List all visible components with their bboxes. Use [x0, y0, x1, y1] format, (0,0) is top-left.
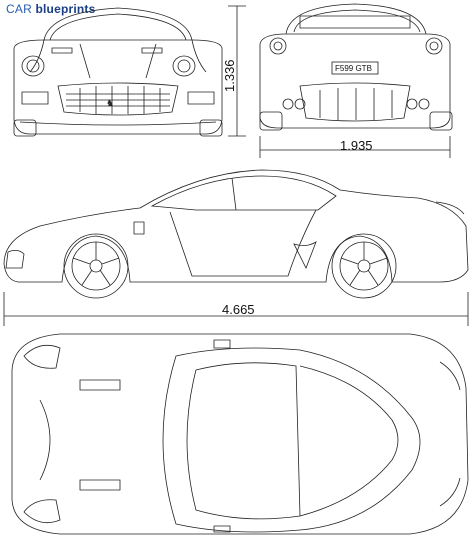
license-plate: F599 GTB	[335, 64, 372, 73]
length-label: 4.665	[222, 302, 255, 317]
front-view: ♞	[13, 7, 223, 137]
width-dimension	[259, 136, 451, 158]
logo-text-blueprints: blueprints	[35, 2, 96, 16]
side-view	[3, 169, 469, 299]
height-label: 1.336	[222, 59, 237, 92]
rear-view: F599 GTB	[259, 3, 453, 131]
width-label: 1.935	[340, 138, 373, 153]
svg-text:♞: ♞	[106, 98, 114, 108]
length-dimension	[3, 292, 469, 326]
car-blueprints-logo: CAR blueprints	[6, 2, 96, 16]
logo-text-car: CAR	[6, 2, 36, 16]
height-dimension	[228, 5, 246, 137]
top-view	[11, 333, 469, 535]
